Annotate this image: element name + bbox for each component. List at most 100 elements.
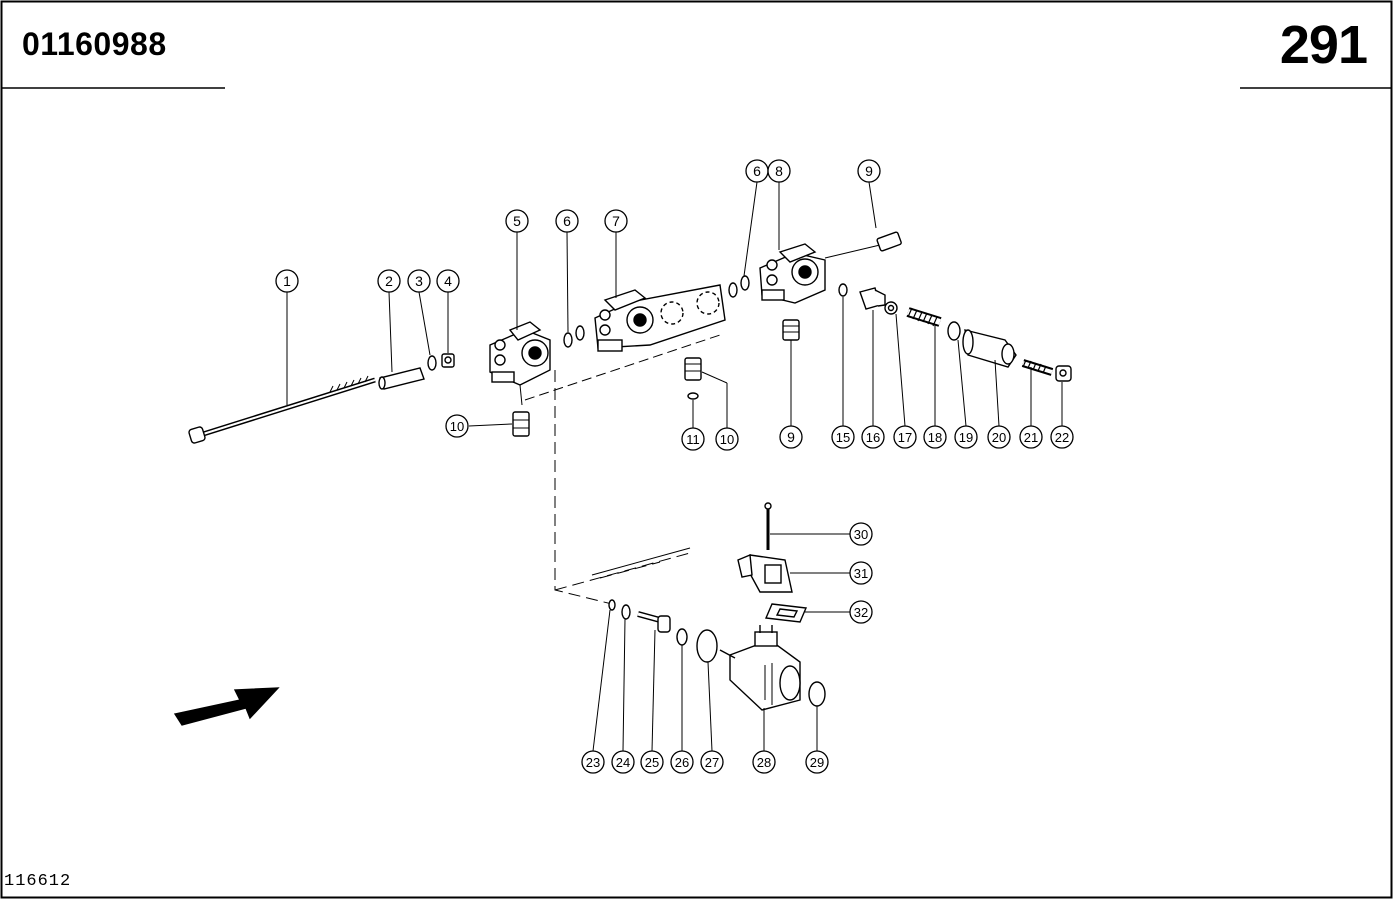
- callout-19: 19: [954, 425, 978, 449]
- callout-32: 32: [849, 600, 873, 624]
- callout-circle: [954, 425, 978, 449]
- callout-circle: [805, 750, 829, 774]
- callout-label: 24: [616, 755, 630, 770]
- part-washer: [427, 355, 437, 371]
- callout-label: 18: [928, 430, 942, 445]
- part-solenoid-28: [719, 625, 801, 711]
- callout-2: 2: [377, 269, 401, 293]
- part-small-ring: [687, 392, 699, 400]
- callout-6: 6: [745, 159, 769, 183]
- callout-26: 26: [670, 750, 694, 774]
- callout-circle: [1019, 425, 1043, 449]
- part-sleeve: [378, 367, 425, 390]
- callout-circle: [767, 159, 791, 183]
- callout-label: 10: [450, 419, 464, 434]
- part-gasket-32: [764, 603, 808, 623]
- callout-circle: [752, 750, 776, 774]
- callout-20: 20: [987, 425, 1011, 449]
- callout-label: 6: [753, 163, 761, 179]
- exploded-parts-illustration: [173, 231, 1072, 726]
- part-fitting-upper: [824, 231, 902, 259]
- callout-label: 3: [415, 273, 423, 289]
- part-tie-rod: [188, 375, 376, 444]
- part-fitting-lower: [782, 319, 800, 341]
- callout-label: 11: [686, 432, 700, 447]
- part-valve-body-right: [759, 243, 826, 304]
- part-valve-body-left: [489, 321, 551, 406]
- callout-circle: [407, 269, 431, 293]
- callout-circle: [604, 209, 628, 233]
- callout-circle: [987, 425, 1011, 449]
- callout-label: 29: [810, 755, 824, 770]
- part-o-ring: [728, 282, 738, 298]
- part-o-ring: [575, 325, 585, 341]
- callout-circle: [849, 561, 873, 585]
- callout-7: 7: [604, 209, 628, 233]
- part-ring-17: [884, 301, 898, 315]
- callout-leaders: [286, 181, 1063, 752]
- callout-29: 29: [805, 750, 829, 774]
- callout-label: 22: [1055, 430, 1069, 445]
- part-o-ring-19: [947, 321, 961, 341]
- part-o-ring-29: [808, 681, 826, 707]
- callout-5: 5: [505, 209, 529, 233]
- callout-6: 6: [555, 209, 579, 233]
- callout-27: 27: [700, 750, 724, 774]
- callout-circle: [779, 425, 803, 449]
- callout-label: 21: [1024, 430, 1038, 445]
- callout-label: 32: [854, 605, 868, 620]
- part-fitting-10-right: [684, 357, 702, 381]
- callout-label: 9: [787, 429, 795, 445]
- callout-circle: [611, 750, 635, 774]
- callout-circle: [700, 750, 724, 774]
- callout-circle: [445, 414, 469, 438]
- part-nut-22: [1055, 365, 1072, 382]
- callout-circle: [715, 427, 739, 451]
- callout-circle: [275, 269, 299, 293]
- callout-label: 15: [836, 430, 850, 445]
- part-plug-16: [859, 287, 886, 310]
- callout-circle: [923, 425, 947, 449]
- callout-label: 1: [283, 273, 291, 289]
- callout-28: 28: [752, 750, 776, 774]
- callout-circle: [640, 750, 664, 774]
- callout-31: 31: [849, 561, 873, 585]
- callout-10: 10: [715, 427, 739, 451]
- callout-circle: [670, 750, 694, 774]
- callout-label: 16: [866, 430, 880, 445]
- callout-1: 1: [275, 269, 299, 293]
- part-o-ring-26: [676, 628, 688, 646]
- callout-circle: [505, 209, 529, 233]
- callout-15: 15: [831, 425, 855, 449]
- callout-label: 30: [854, 527, 868, 542]
- callout-23: 23: [581, 750, 605, 774]
- callout-10: 10: [445, 414, 469, 438]
- part-nut: [441, 353, 455, 368]
- callout-25: 25: [640, 750, 664, 774]
- part-o-ring-24: [621, 604, 631, 620]
- part-cap-20: [962, 329, 1017, 368]
- part-valve-body-stack: [524, 284, 726, 401]
- callout-label: 23: [586, 755, 600, 770]
- direction-arrow-icon: [173, 687, 280, 726]
- callout-label: 4: [444, 273, 452, 289]
- part-o-ring-23: [608, 599, 616, 611]
- callout-label: 8: [775, 163, 783, 179]
- callout-16: 16: [861, 425, 885, 449]
- callout-circle: [893, 425, 917, 449]
- callout-4: 4: [436, 269, 460, 293]
- callout-circle: [849, 600, 873, 624]
- callout-21: 21: [1019, 425, 1043, 449]
- callout-label: 27: [705, 755, 719, 770]
- callout-3: 3: [407, 269, 431, 293]
- drawing-id: 116612: [4, 872, 72, 891]
- callout-17: 17: [893, 425, 917, 449]
- callout-circle: [681, 427, 705, 451]
- callout-label: 28: [757, 755, 771, 770]
- callout-30: 30: [849, 522, 873, 546]
- callout-circle: [857, 159, 881, 183]
- callout-circle: [861, 425, 885, 449]
- part-o-ring-15: [838, 283, 848, 297]
